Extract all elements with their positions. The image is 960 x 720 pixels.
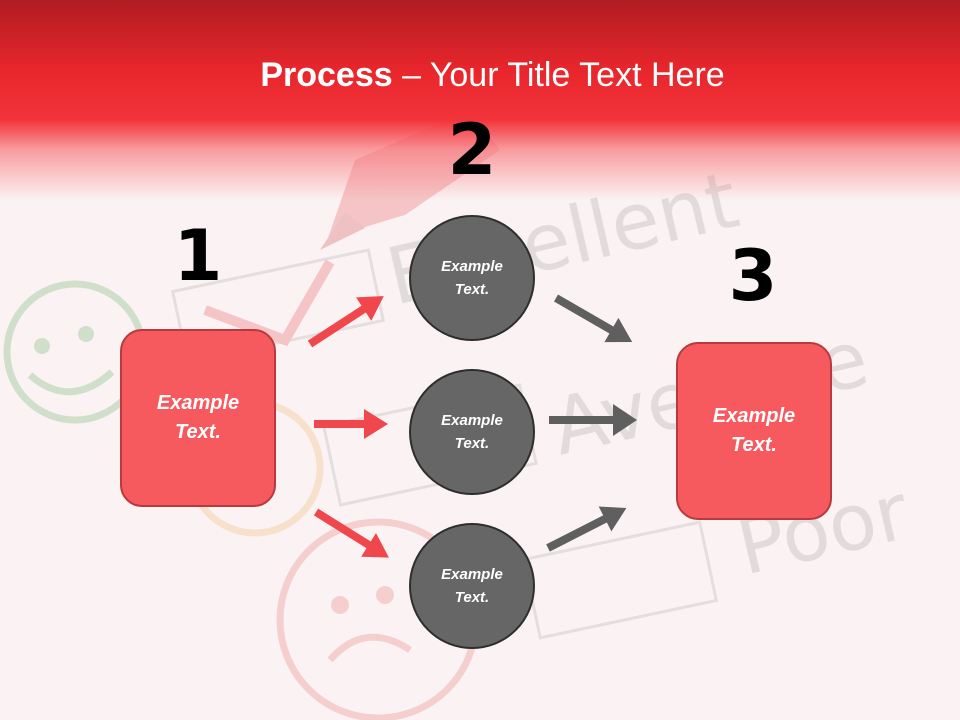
box-left-line1: Example	[156, 392, 240, 414]
process-circle-3: Example Text.	[409, 523, 535, 649]
process-box-right: Example Text.	[676, 342, 832, 520]
arrow-right-icon	[307, 296, 384, 348]
circle-2-line2: Text.	[454, 435, 490, 452]
process-circle-2: Example Text.	[409, 369, 535, 495]
process-box-left: Example Text.	[120, 329, 276, 507]
step-number-1: 1	[173, 215, 223, 297]
arrow-right-icon	[546, 506, 627, 552]
circle-3-line1: Example	[441, 566, 503, 583]
arrow-right-icon	[314, 409, 388, 439]
title-rest: – Your Title Text Here	[392, 56, 725, 94]
check-mark-icon	[203, 259, 335, 347]
circle-2-line1: Example	[441, 412, 503, 429]
slide-title: Process – Your Title Text Here	[0, 52, 960, 98]
step-number-3: 3	[728, 235, 778, 317]
arrow-right-icon	[313, 508, 389, 558]
box-right-line1: Example	[712, 405, 796, 427]
step-number-2: 2	[447, 109, 497, 191]
arrow-right-icon	[554, 294, 633, 343]
box-right-line2: Text.	[731, 434, 777, 456]
arrow-right-icon	[549, 404, 637, 436]
title-bold: Process	[260, 56, 393, 94]
box-left-line2: Text.	[175, 421, 221, 443]
header-band	[0, 0, 960, 200]
process-circle-1: Example Text.	[409, 215, 535, 341]
circle-1-line2: Text.	[454, 281, 490, 298]
circle-1-line1: Example	[441, 258, 503, 275]
circle-3-line2: Text.	[454, 589, 490, 606]
